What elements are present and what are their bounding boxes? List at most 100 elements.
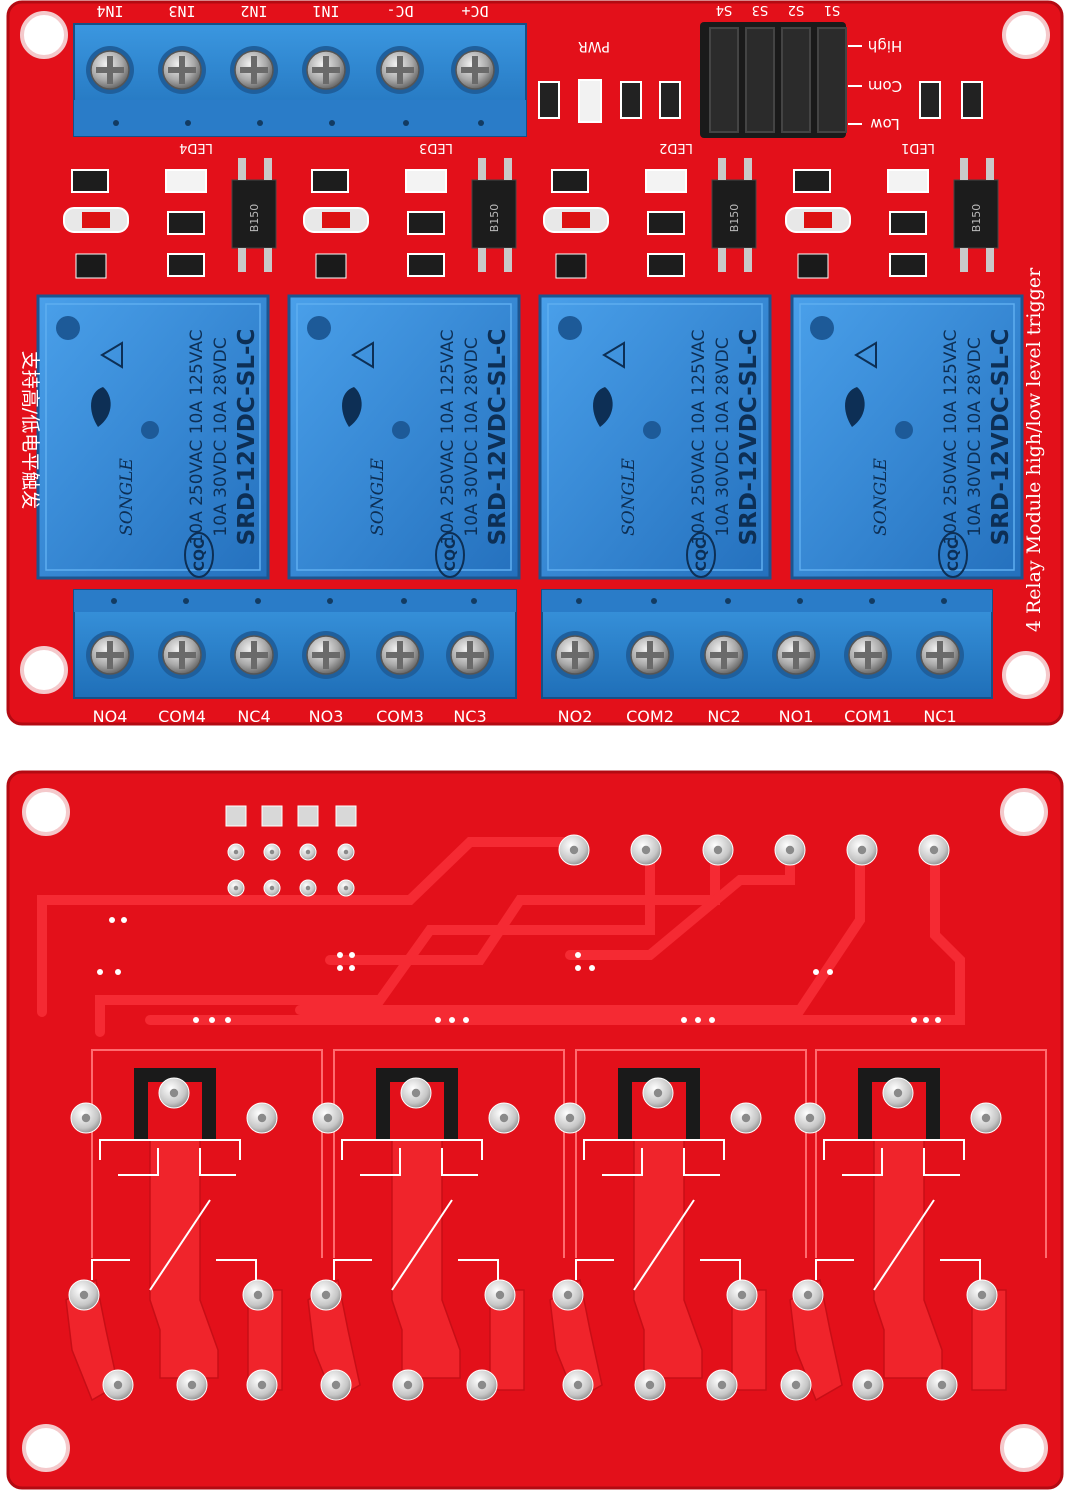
- via: [349, 952, 355, 958]
- relay-pad: [966, 1279, 998, 1311]
- via: [337, 952, 343, 958]
- input-screw: [376, 46, 424, 94]
- output-terminal-label: NO1: [779, 707, 814, 726]
- mounting-holes-top: [20, 11, 1050, 699]
- resistor: [167, 211, 205, 235]
- relay-pad: [484, 1279, 516, 1311]
- relay-pad: [488, 1102, 520, 1134]
- output-terminal-label: COM4: [158, 707, 206, 726]
- ul-logo-icon: [845, 387, 865, 427]
- via: [349, 965, 355, 971]
- status-led: [887, 169, 929, 193]
- output-screw: [158, 631, 206, 679]
- cert-mark: [435, 532, 465, 578]
- warning-triangle-icon: [351, 341, 374, 369]
- relay-footprint: [549, 1049, 807, 1402]
- output-terminal-block-left: [73, 589, 517, 699]
- via: [193, 1017, 199, 1023]
- via: [681, 1017, 687, 1023]
- jumper-side-label: Com: [868, 77, 902, 95]
- via: [911, 1017, 917, 1023]
- relay-cert: CQC: [946, 539, 962, 571]
- led-label: LED2: [659, 140, 693, 155]
- output-pad: [392, 1369, 424, 1401]
- header-pad: [337, 843, 355, 861]
- no-pour: [549, 1278, 603, 1402]
- relay-cert: CQC: [192, 539, 208, 571]
- header-pad: [263, 879, 281, 897]
- input-terminal-label: IN4: [96, 2, 123, 20]
- relay-model: SRD-12VDC-SL-C: [234, 329, 260, 546]
- pwr-led: [578, 79, 602, 123]
- resistor: [71, 169, 109, 193]
- terminal-hole: [478, 120, 484, 126]
- input-pad: [558, 834, 590, 866]
- jumper-label: S2: [788, 2, 805, 17]
- input-screw: [158, 46, 206, 94]
- bottom-input-pads: [558, 834, 950, 866]
- output-pad: [466, 1369, 498, 1401]
- led-label: LED1: [901, 140, 935, 155]
- relay-dimple: [307, 316, 331, 340]
- input-terminal-label: DC-: [386, 2, 413, 20]
- relay-pad: [642, 1077, 674, 1109]
- no-pour: [789, 1278, 843, 1402]
- via: [337, 965, 343, 971]
- resistor: [167, 253, 205, 277]
- header-pad: [299, 843, 317, 861]
- silk-outline: [91, 1049, 323, 1258]
- output-screw: [551, 631, 599, 679]
- relay-dimple: [810, 316, 834, 340]
- relay-rating: 10A 30VDC 10A 28VDC: [713, 337, 733, 536]
- square-pad: [261, 805, 283, 827]
- output-screw: [916, 631, 964, 679]
- silk-outline: [333, 1049, 565, 1258]
- input-pad: [774, 834, 806, 866]
- warning-triangle-icon: [854, 341, 877, 369]
- relay-pad: [242, 1279, 274, 1311]
- relay-dimple: [392, 421, 410, 439]
- relay-pad: [730, 1102, 762, 1134]
- output-screw: [844, 631, 892, 679]
- relay-dimple: [558, 316, 582, 340]
- relay-model: SRD-12VDC-SL-C: [736, 329, 762, 546]
- resistor: [647, 211, 685, 235]
- via: [225, 1017, 231, 1023]
- terminal-hole: [183, 598, 189, 604]
- optocoupler: B150: [471, 158, 517, 272]
- output-screw: [302, 631, 350, 679]
- input-screws: [86, 46, 499, 126]
- terminal-hole: [185, 120, 191, 126]
- input-terminal-label: DC+: [461, 2, 488, 20]
- resistor: [407, 211, 445, 235]
- output-pad: [320, 1369, 352, 1401]
- output-terminal-label: COM3: [376, 707, 424, 726]
- output-terminal-label: NO4: [93, 707, 128, 726]
- resistor: [551, 169, 589, 193]
- relay-cert: CQC: [443, 539, 459, 571]
- transistor: [555, 253, 587, 279]
- silk-lines: [575, 1139, 741, 1291]
- output-terminal-label: NO3: [309, 707, 344, 726]
- optocoupler: B150: [711, 158, 757, 272]
- input-pad: [630, 834, 662, 866]
- via: [109, 917, 115, 923]
- relay-brand: SONGLE: [117, 458, 137, 536]
- input-pad: [702, 834, 734, 866]
- output-screw: [230, 631, 278, 679]
- input-screw: [86, 46, 134, 94]
- terminal-hole: [651, 598, 657, 604]
- transistor: [75, 253, 107, 279]
- relay-pad: [882, 1077, 914, 1109]
